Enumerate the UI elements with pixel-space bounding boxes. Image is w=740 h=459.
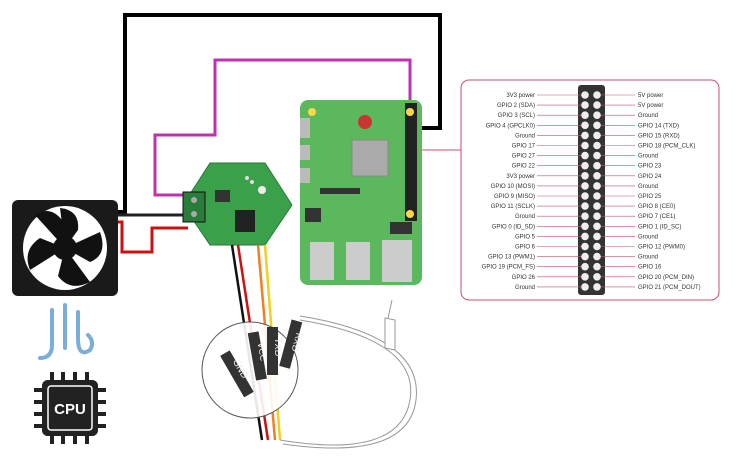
pin-3 (581, 101, 589, 109)
airflow-icon (38, 303, 95, 360)
pin-40 (593, 283, 601, 291)
pin-37 (581, 273, 589, 281)
raspberry-pi-board (300, 100, 422, 285)
pin-29 (581, 232, 589, 241)
pin-label-right: GPIO 15 (RXD) (638, 133, 680, 139)
fan-icon (12, 200, 118, 296)
pin-33 (581, 252, 589, 261)
pin-label-left: GPIO 4 (GPCLK0) (486, 123, 535, 129)
pin-label-left: GPIO 6 (515, 245, 536, 251)
pin-label-left: GPIO 10 (MOSI) (491, 184, 535, 190)
pin-35 (581, 262, 589, 271)
pin-31 (581, 242, 589, 251)
pin-2 (593, 91, 601, 99)
pin-32 (593, 242, 601, 251)
pin-label-right: GPIO 14 (TXD) (638, 123, 679, 129)
pin-label-left: Ground (515, 133, 535, 139)
pin-label-left: GPIO 27 (512, 154, 536, 160)
pin-34 (593, 252, 601, 261)
pin-7 (581, 121, 589, 130)
pin-label-left: GPIO 0 (ID_SD) (492, 224, 535, 230)
cpu-label: CPU (54, 401, 86, 418)
pin-13 (581, 151, 589, 160)
usb-cable (279, 299, 417, 449)
pin-label-right: GPIO 16 (638, 265, 662, 271)
pin-label-left: GPIO 17 (512, 144, 536, 150)
pin-label-right: Ground (638, 255, 658, 261)
pin-18 (593, 172, 601, 180)
pin-label-right: GPIO 12 (PWM0) (638, 245, 685, 251)
black-wire (118, 13, 442, 214)
pin-4 (593, 101, 601, 109)
txd-label: TXD (272, 337, 282, 357)
rxd-label: RXD (289, 331, 304, 352)
pin-label-right: GPIO 25 (638, 194, 662, 200)
magenta-wire (153, 58, 412, 197)
pin-label-right: 5V power (638, 103, 663, 109)
pin-label-left: 3V3 power (506, 93, 535, 99)
pin-label-right: 5V power (638, 93, 663, 99)
pin-21 (581, 192, 589, 200)
pin-label-left: Ground (515, 285, 535, 291)
pin-label-right: Ground (638, 234, 658, 240)
pin-label-right: GPIO 8 (CE0) (638, 204, 675, 210)
pin-6 (593, 111, 601, 119)
pin-9 (581, 131, 589, 140)
pin-label-left: 3V3 power (506, 174, 535, 180)
pin-12 (593, 141, 601, 150)
pin-10 (593, 131, 601, 140)
pin-36 (593, 262, 601, 271)
pin-label-right: GPIO 23 (638, 164, 662, 170)
pin-22 (593, 192, 601, 200)
pin-label-left: GPIO 13 (PWM1) (488, 255, 535, 261)
fan-controller-board (182, 162, 293, 246)
pin-25 (581, 212, 589, 220)
pin-39 (581, 283, 589, 291)
pin-label-left: GPIO 11 (SCLK) (491, 204, 535, 210)
pin-label-right: GPIO 20 (PCM_DIN) (638, 275, 694, 281)
pin-label-left: Ground (515, 214, 535, 220)
vcc-label: VCC (255, 341, 268, 361)
pin-14 (593, 151, 601, 160)
pin-17 (581, 172, 589, 180)
pin-30 (593, 232, 601, 241)
pin-label-left: GPIO 26 (512, 275, 536, 281)
pin-label-right: GPIO 1 (ID_SC) (638, 224, 681, 230)
pin-label-right: GPIO 18 (PCM_CLK) (638, 144, 695, 150)
pin-24 (593, 202, 601, 210)
pin-label-right: GPIO 24 (638, 174, 662, 180)
pin-16 (593, 161, 601, 170)
pin-label-left: GPIO 3 (SCL) (498, 113, 535, 119)
pin-1 (581, 91, 589, 99)
pin-label-left: GPIO 2 (SDA) (497, 103, 535, 109)
cpu-icon: CPU (34, 372, 106, 444)
pin-label-left: GPIO 22 (512, 164, 536, 170)
red-wire (118, 220, 188, 254)
pin-label-right: GPIO 7 (CE1) (638, 214, 675, 220)
pin-label-right: Ground (638, 184, 658, 190)
pin-label-right: Ground (638, 154, 658, 160)
pin-38 (593, 273, 601, 281)
pin-11 (581, 141, 589, 150)
pin-27 (581, 222, 589, 231)
pin-28 (593, 222, 601, 231)
pin-label-right: Ground (638, 113, 658, 119)
pin-15 (581, 161, 589, 170)
pin-label-left: GPIO 9 (MISO) (494, 194, 535, 200)
connector-magnifier: GND VCC TXD RXD (201, 319, 304, 419)
pin-label-left: GPIO 5 (515, 234, 536, 240)
pin-26 (593, 212, 601, 220)
pin-20 (593, 182, 601, 190)
pin-label-right: GPIO 21 (PCM_DOUT) (638, 285, 701, 291)
pin-23 (581, 202, 589, 210)
pin-5 (581, 111, 589, 119)
pin-label-left: GPIO 19 (PCM_FS) (482, 265, 535, 271)
pin-19 (581, 182, 589, 190)
pin-8 (593, 121, 601, 130)
